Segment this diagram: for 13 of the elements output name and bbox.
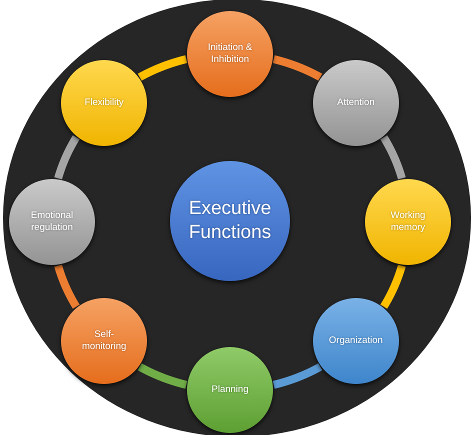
node-label: Executive Functions <box>188 197 272 245</box>
node-label: Emotional regulation <box>30 210 74 234</box>
node-label: Attention <box>337 97 375 110</box>
node-label: Working memory <box>390 210 426 234</box>
ring-connector <box>380 262 406 311</box>
node-label: Self-monitoring <box>80 328 128 353</box>
node-label: Planning <box>212 384 248 396</box>
node-label: Organization <box>328 334 383 347</box>
ring-connector <box>54 262 80 311</box>
node-label: Flexibility <box>84 97 124 110</box>
ring-connector <box>54 133 80 182</box>
ring-connector <box>380 133 406 182</box>
node-label: Initiation & Inhibition <box>206 42 254 66</box>
